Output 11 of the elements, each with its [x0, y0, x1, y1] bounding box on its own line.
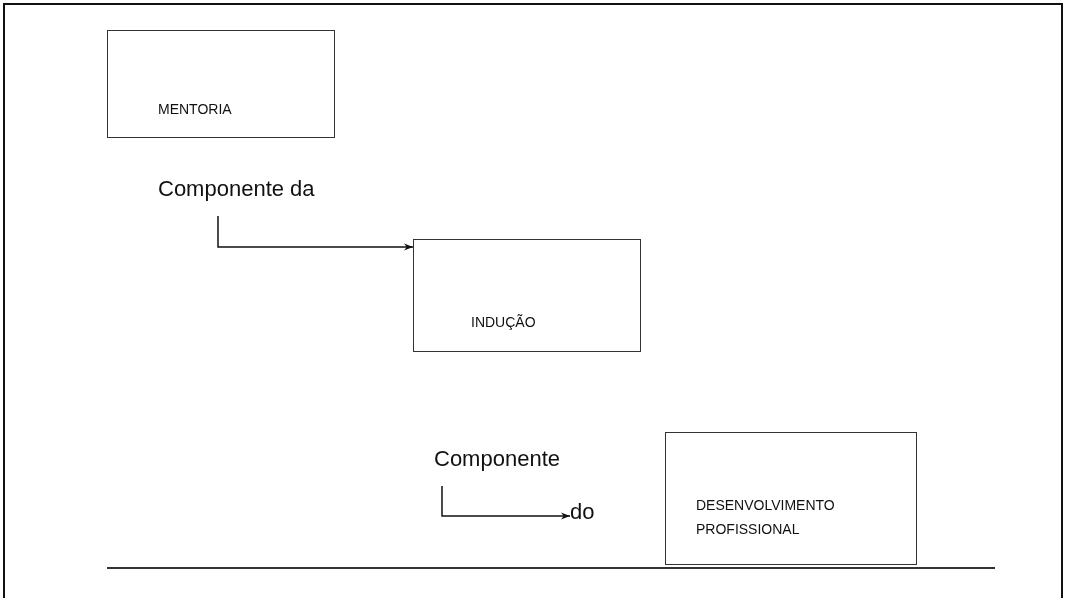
process-box	[107, 30, 335, 138]
box-label: INDUÇÃO	[471, 313, 537, 332]
box-label: DESENVOLVIMENTO PROFISSIONAL	[696, 496, 836, 539]
box-label: MENTORIA	[158, 100, 233, 119]
arrow	[217, 215, 414, 251]
arrow	[441, 485, 571, 520]
process-box	[413, 239, 641, 352]
process-box	[665, 432, 917, 565]
connector-label: do	[570, 499, 596, 525]
connector-label: Componente	[434, 446, 561, 472]
connector-label: Componente da	[158, 176, 316, 202]
